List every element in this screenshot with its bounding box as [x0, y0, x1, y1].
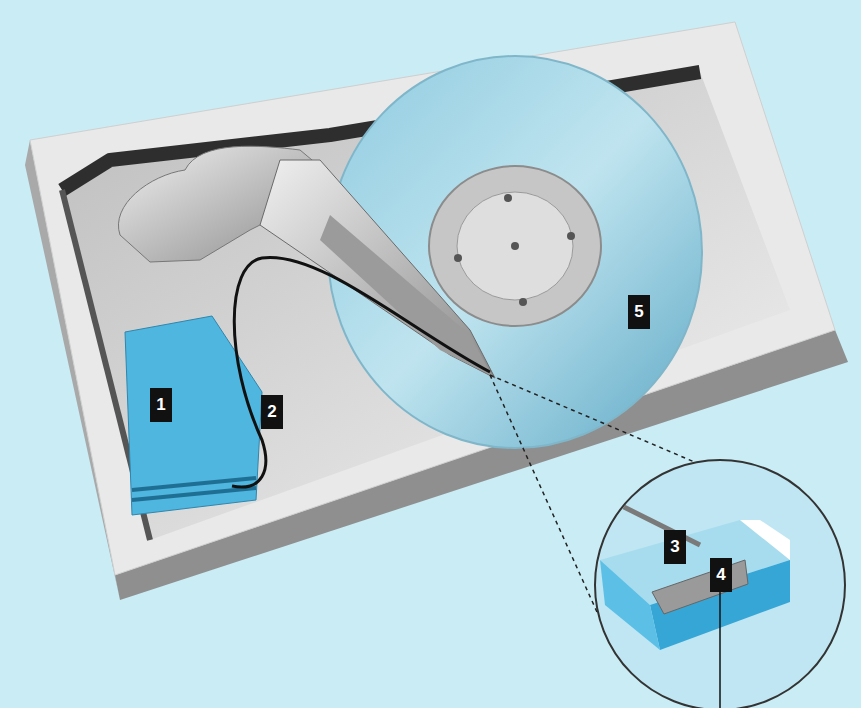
callout-number: 5: [628, 295, 650, 329]
callout-number: 4: [710, 558, 732, 592]
callout-number: 3: [664, 530, 686, 564]
callout-number: 2: [261, 395, 283, 429]
callout-number: 1: [150, 388, 172, 422]
